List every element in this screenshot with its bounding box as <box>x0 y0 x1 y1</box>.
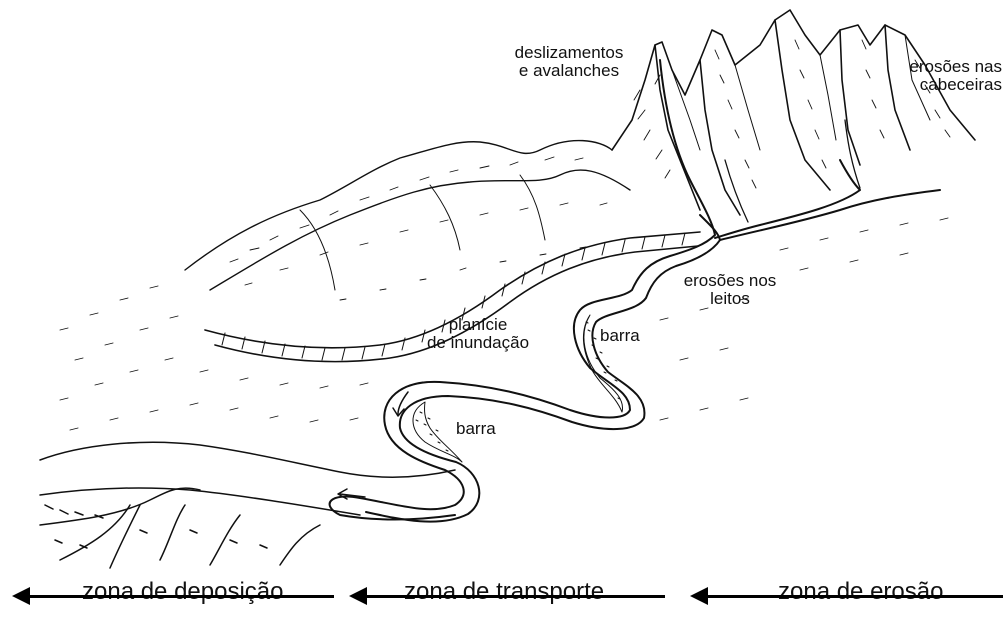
tributaries <box>725 120 860 222</box>
zone-deposition-caption: zona de deposição <box>82 578 284 606</box>
label-landslides-line1: deslizamentos <box>499 44 639 62</box>
label-floodplain-line2: de inundação <box>403 334 553 352</box>
zone-transport-caption: zona de transporte <box>404 578 604 606</box>
label-headwater-erosion: erosões nas cabeceiras <box>872 58 1002 94</box>
label-bed-erosion: erosões nos leitos <box>665 272 795 308</box>
label-bar-upper: barra <box>600 327 640 345</box>
label-landslides-line2: e avalanches <box>499 62 639 80</box>
zone-erosion-caption: zona de erosão <box>778 578 943 606</box>
zone-transport-arrow <box>365 595 665 598</box>
mountain-range <box>612 10 975 215</box>
label-bed-erosion-line1: erosões nos <box>665 272 795 290</box>
label-headwater-erosion-line1: erosões nas <box>872 58 1002 76</box>
label-landslides: deslizamentos e avalanches <box>499 44 639 80</box>
label-bed-erosion-line2: leitos <box>665 290 795 308</box>
label-headwater-erosion-line2: cabeceiras <box>872 76 1002 94</box>
zone-erosion-arrow <box>706 595 1003 598</box>
zone-deposition-arrow <box>28 595 334 598</box>
hills <box>185 141 630 290</box>
label-floodplain-line1: planície <box>403 316 553 334</box>
label-floodplain: planície de inundação <box>403 316 553 352</box>
point-bar-lower <box>413 402 462 462</box>
label-bar-lower: barra <box>456 420 496 438</box>
